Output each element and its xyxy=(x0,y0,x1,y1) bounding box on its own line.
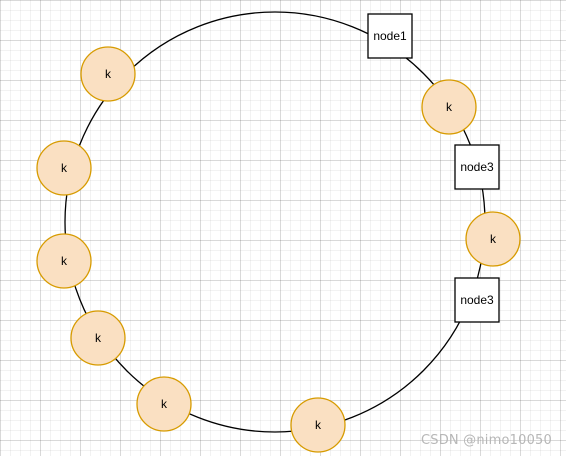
key-label: k xyxy=(105,67,112,81)
key-circle-3[interactable]: k xyxy=(36,140,92,196)
key-circle-shape xyxy=(36,140,92,196)
key-circle-shape xyxy=(70,310,126,366)
key-circle-shape xyxy=(290,397,346,453)
key-circle-6[interactable]: k xyxy=(70,310,126,366)
key-label: k xyxy=(61,254,68,268)
key-circle-shape xyxy=(36,233,92,289)
key-circle-8[interactable]: k xyxy=(290,397,346,453)
key-circle-shape xyxy=(136,376,192,432)
node-box-node1[interactable]: node1 xyxy=(367,13,413,59)
key-circle-shape xyxy=(421,79,477,135)
node-box-rect xyxy=(454,144,500,190)
key-label: k xyxy=(61,161,68,175)
key-label: k xyxy=(315,418,322,432)
node-box-node3-upper[interactable]: node3 xyxy=(454,144,500,190)
key-label: k xyxy=(95,331,102,345)
key-label: k xyxy=(161,397,168,411)
key-circle-7[interactable]: k xyxy=(136,376,192,432)
node-box-node3-lower[interactable]: node3 xyxy=(454,277,500,323)
key-circle-2[interactable]: k xyxy=(421,79,477,135)
node-label: node3 xyxy=(460,293,494,307)
key-circle-5[interactable]: k xyxy=(36,233,92,289)
key-label: k xyxy=(446,100,453,114)
key-circle-shape xyxy=(465,211,521,267)
key-circle-1[interactable]: k xyxy=(80,46,136,102)
node-label: node3 xyxy=(460,160,494,174)
key-circle-shape xyxy=(80,46,136,102)
node-box-rect xyxy=(454,277,500,323)
key-circle-4[interactable]: k xyxy=(465,211,521,267)
node-box-rect xyxy=(367,13,413,59)
watermark: CSDN @nimo10050 xyxy=(420,433,552,448)
key-label: k xyxy=(490,232,497,246)
node-label: node1 xyxy=(373,29,407,43)
